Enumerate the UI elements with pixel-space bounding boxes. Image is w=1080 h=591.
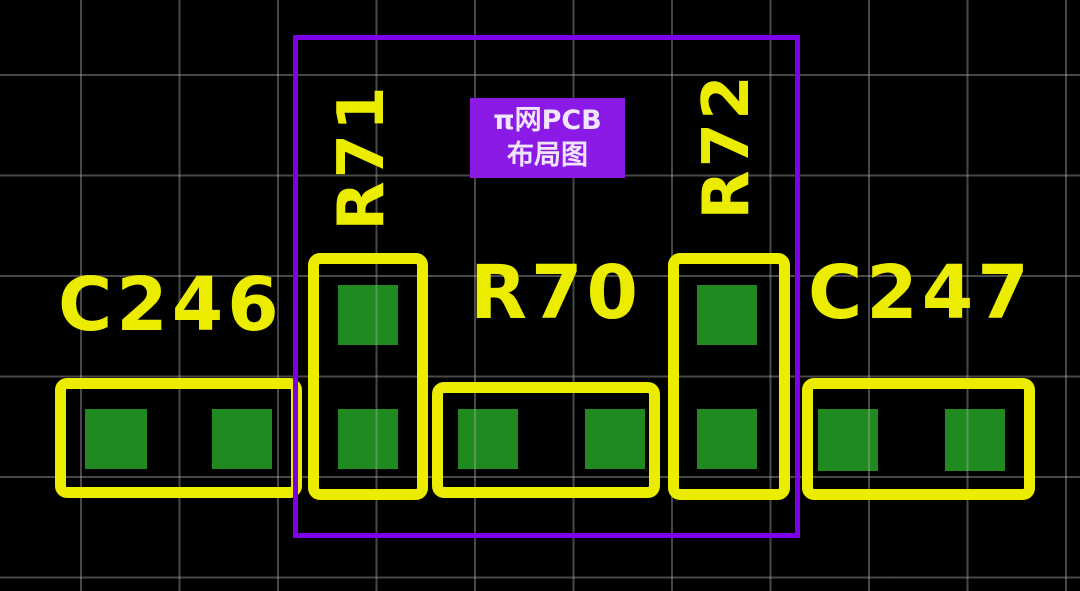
component-outline-r72 [668, 253, 790, 500]
refdes-label-r70: R70 [470, 250, 642, 336]
pad-r72-1 [697, 285, 757, 345]
refdes-label-c247: C247 [808, 250, 1033, 336]
refdes-label-c246: C246 [58, 262, 283, 348]
pad-c247-1 [818, 409, 878, 471]
title-line-1: π网PCB [493, 105, 602, 136]
refdes-label-r71: R71 [325, 83, 399, 231]
pad-r71-2 [338, 409, 398, 469]
title-line-2: 布局图 [507, 140, 588, 171]
component-outline-r70 [432, 382, 660, 498]
refdes-label-r72: R72 [690, 72, 764, 220]
pad-r70-1 [458, 409, 518, 469]
component-outline-c246 [55, 378, 302, 498]
pad-c246-1 [85, 409, 147, 469]
pad-c247-2 [945, 409, 1005, 471]
pad-r71-1 [338, 285, 398, 345]
pad-r70-2 [585, 409, 645, 469]
pad-c246-2 [212, 409, 272, 469]
component-outline-c247 [802, 378, 1035, 500]
pad-r72-2 [697, 409, 757, 469]
component-outline-r71 [308, 253, 428, 500]
title-box: π网PCB 布局图 [470, 98, 625, 178]
